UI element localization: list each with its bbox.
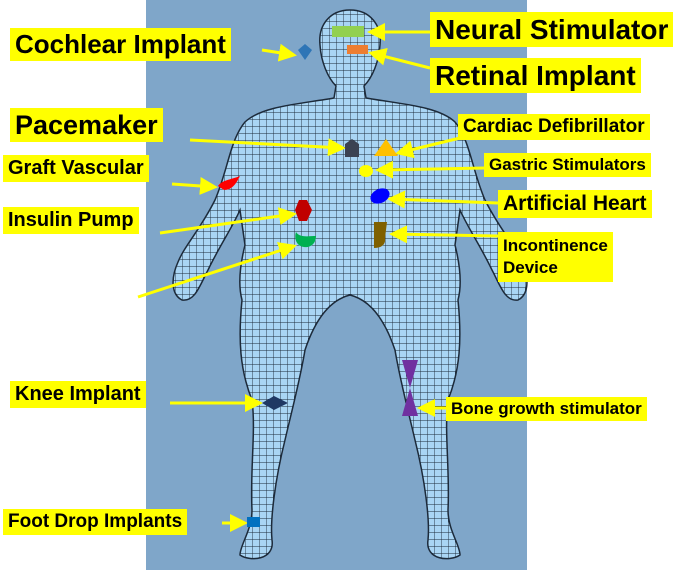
insulin-marker	[295, 200, 312, 221]
retinal-marker	[347, 45, 368, 54]
arrow-insulin	[159, 207, 297, 235]
cochlear-marker	[298, 44, 312, 60]
label-retinal-implant: Retinal Implant	[430, 58, 641, 94]
label-incontinence-line2: Device	[503, 258, 558, 278]
label-bone-growth-stimulator: Bone growth stimulator	[446, 397, 647, 421]
arrows	[137, 23, 499, 532]
arrow-graft	[171, 176, 218, 195]
arrow-gastric	[375, 160, 487, 179]
foot-marker	[247, 517, 260, 527]
arrow-incontinence	[389, 225, 499, 244]
implant-markers	[218, 26, 418, 527]
arrow-retinal	[368, 47, 431, 70]
pacemaker-marker	[345, 139, 359, 157]
knee-marker	[262, 396, 288, 410]
arrow-heart	[387, 190, 499, 209]
label-incontinence-device: Incontinence Device	[498, 232, 613, 283]
label-incontinence-line1: Incontinence	[503, 236, 608, 255]
heart-marker	[370, 188, 390, 204]
label-cardiac-defibrillator: Cardiac Defibrillator	[458, 114, 650, 140]
arrow-pacemaker	[189, 138, 346, 157]
label-artificial-heart: Artificial Heart	[498, 190, 652, 219]
label-foot-drop-implants: Foot Drop Implants	[3, 509, 188, 535]
gastric-marker	[359, 165, 373, 177]
label-knee-implant: Knee Implant	[10, 381, 146, 408]
incontinence-marker	[374, 222, 387, 248]
label-neural-stimulator: Neural Stimulator	[430, 12, 674, 48]
arrow-unlabeled	[137, 242, 297, 299]
label-cochlear-implant: Cochlear Implant	[10, 28, 231, 62]
neural-marker	[332, 26, 364, 37]
arrow-defibrillator	[395, 136, 461, 159]
unlabeled-marker	[295, 232, 316, 248]
graft-marker	[218, 176, 240, 190]
label-gastric-stimulators: Gastric Stimulators	[484, 153, 651, 177]
defibrillator-marker	[374, 139, 398, 156]
label-pacemaker: Pacemaker	[10, 108, 163, 143]
bone-marker	[402, 360, 418, 416]
label-graft-vascular: Graft Vascular	[3, 155, 149, 182]
arrow-cochlear	[261, 43, 297, 62]
label-insulin-pump: Insulin Pump	[3, 207, 139, 234]
